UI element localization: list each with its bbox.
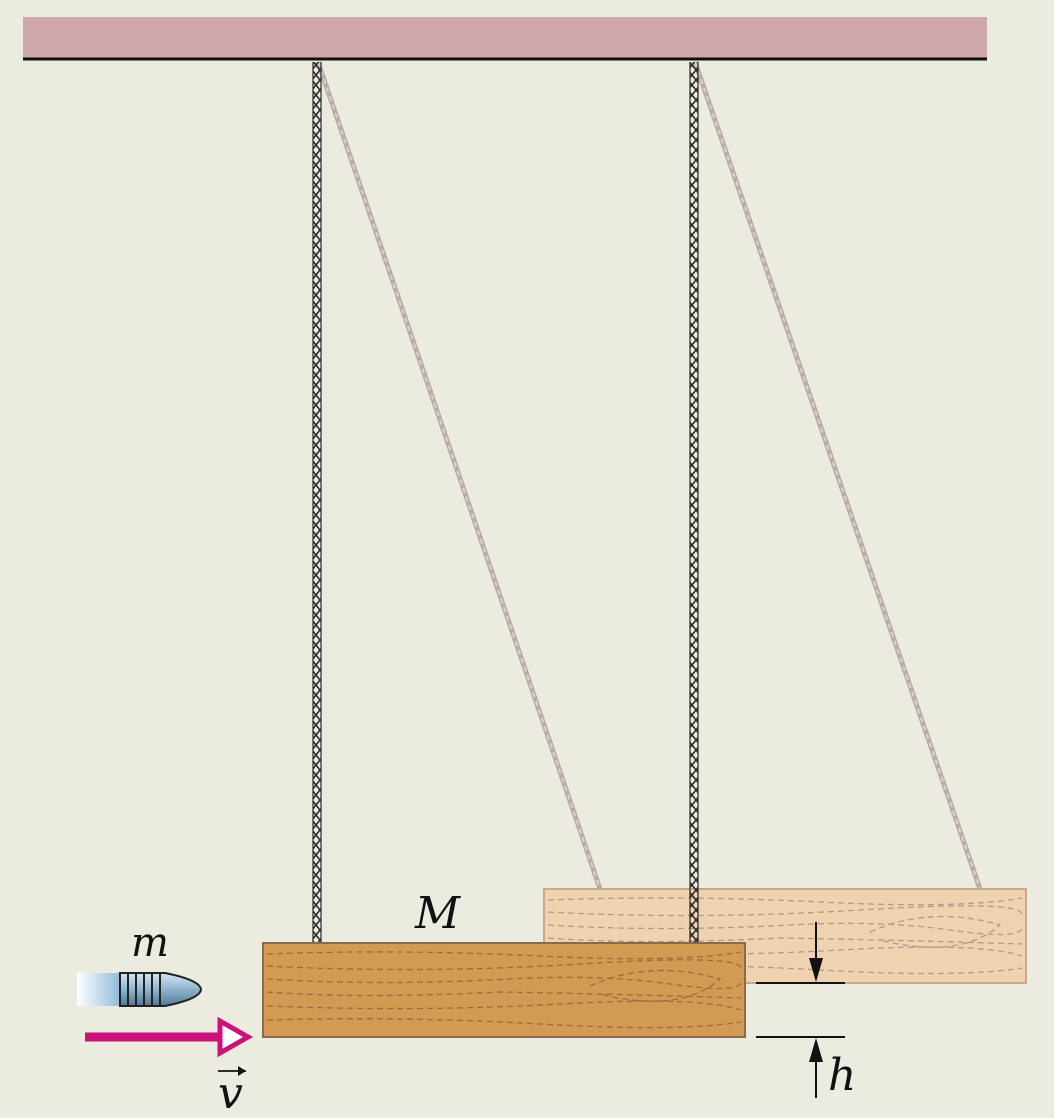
ceiling [23,17,987,59]
label-block-mass: M [414,888,461,939]
label-bullet-mass: m [131,920,169,966]
bullet [77,972,203,1007]
raised-rope-left [315,61,603,890]
height-indicator [756,922,845,1098]
raised-rope-right [692,61,983,890]
velocity-arrow [85,1016,254,1058]
rope-left [313,62,321,944]
vector-arrow-icon [218,1066,246,1076]
wooden-block [262,942,746,1038]
label-velocity: v [218,1068,243,1118]
rope-right [690,62,698,944]
label-height: h [828,1050,856,1101]
